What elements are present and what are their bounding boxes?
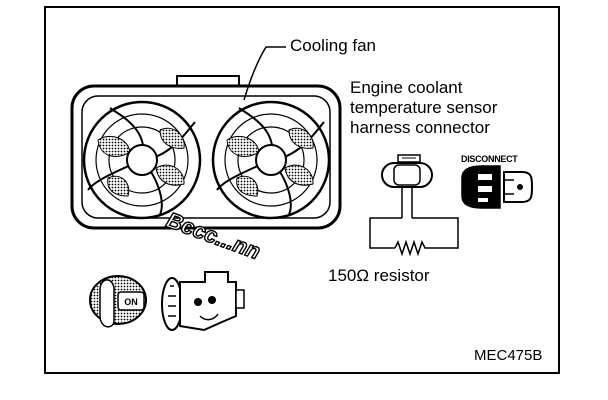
sensor-connector-label: Engine coolant temperature sensor harnes… — [350, 78, 550, 138]
cooling-fan-leader-line — [243, 46, 286, 101]
figure-code: MEC475B — [474, 347, 543, 364]
key-on-icon: ON — [89, 275, 147, 328]
cooling-fan-assembly — [70, 75, 342, 230]
sensor-label-line-3: harness connector — [350, 118, 490, 137]
engine-component-icon — [161, 271, 245, 332]
sensor-label-line-1: Engine coolant — [350, 78, 463, 97]
key-on-label: ON — [124, 297, 138, 307]
right-fan-icon — [211, 100, 331, 220]
disconnect-label: DISCONNECT — [461, 154, 518, 164]
left-fan-icon — [82, 100, 202, 220]
resistor-symbol — [394, 239, 428, 257]
sensor-connector-icon — [369, 154, 459, 257]
resistor-label: 150Ω resistor — [328, 266, 430, 285]
figure-frame — [44, 6, 560, 374]
disconnect-connector-icon — [461, 165, 534, 209]
cooling-fan-label: Cooling fan — [290, 36, 377, 55]
sensor-label-line-2: temperature sensor — [350, 98, 498, 117]
